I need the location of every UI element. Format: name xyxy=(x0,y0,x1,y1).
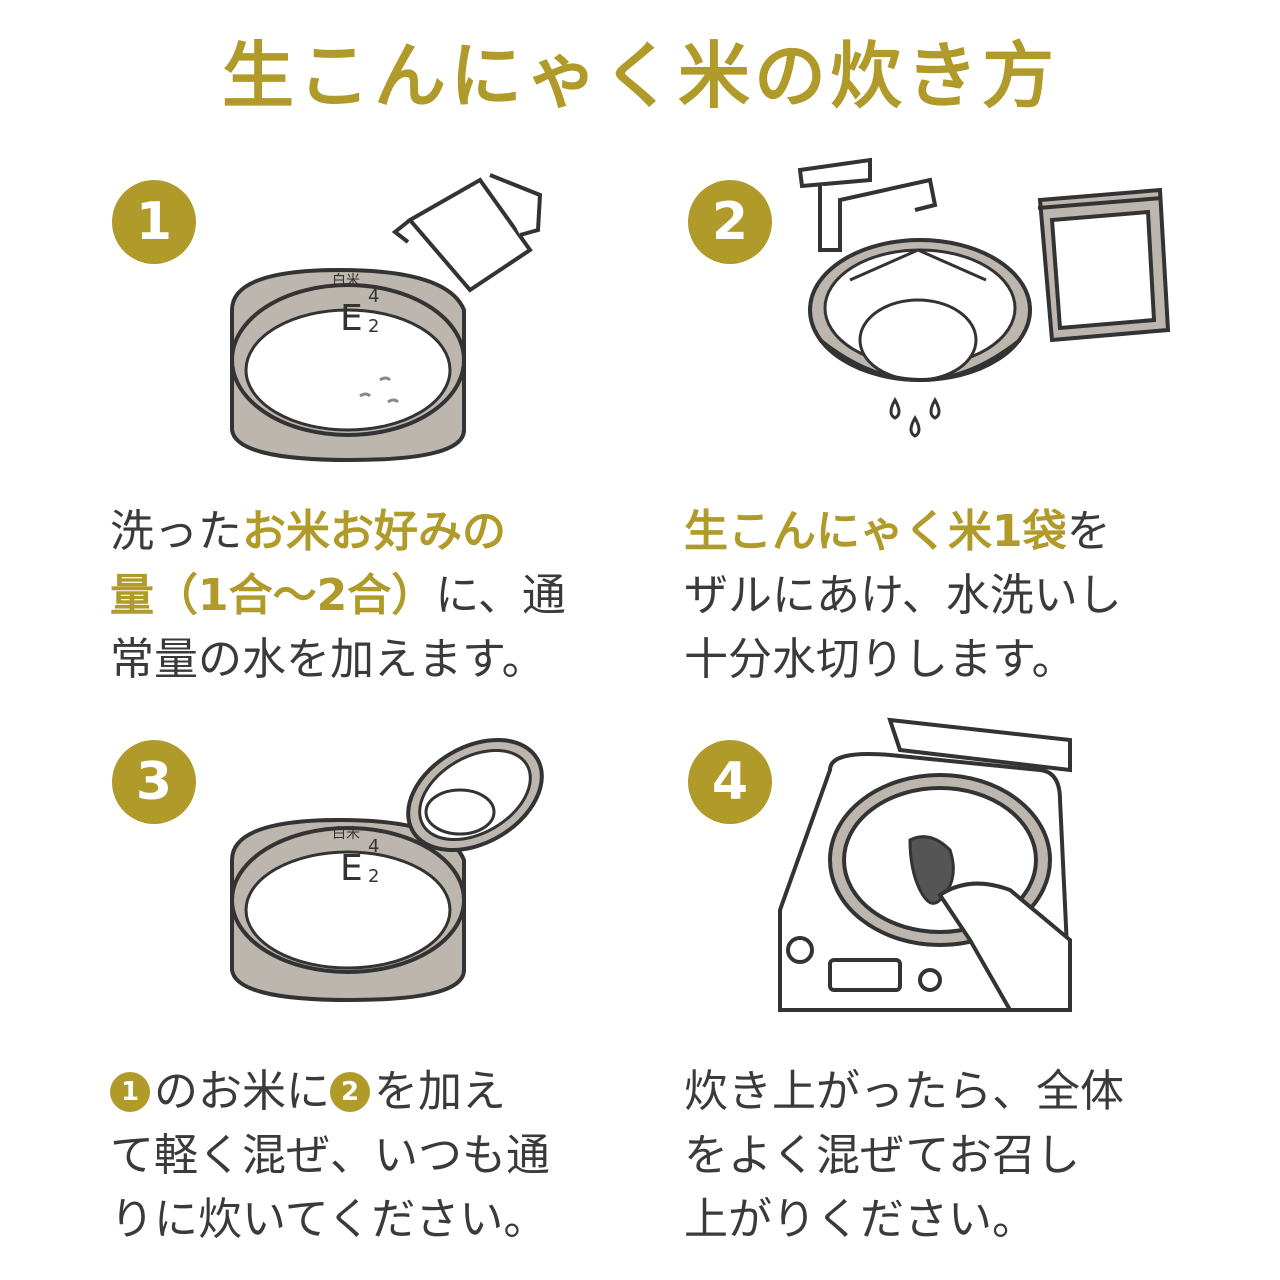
step-2-badge: 2 xyxy=(688,180,772,264)
step-4-text: 炊き上がったら、全体 をよく混ぜてお召し 上がりください。 xyxy=(684,1066,1124,1245)
step-4: 4 炊き上がったら、全体 をよく混ぜてお召し 上がりください。 xyxy=(640,717,1280,1260)
step-2: 2 xyxy=(640,157,1280,700)
rice-pot-water-illustration: 白米 E 4 2 xyxy=(220,160,560,470)
faucet-icon xyxy=(797,157,938,252)
svg-text:2: 2 xyxy=(368,866,379,887)
pot-with-konjac-rice-illustration: 白米 E 4 2 xyxy=(220,720,560,1010)
measuring-cup-icon xyxy=(391,173,543,293)
rice-paddle-icon xyxy=(908,835,955,905)
pot-label: 白米 xyxy=(332,826,360,842)
konjac-rice-package-icon xyxy=(1037,187,1171,343)
rice-pot-icon: 白米 E 4 2 xyxy=(230,267,466,463)
svg-text:4: 4 xyxy=(368,286,379,307)
step-ref-2: 2 xyxy=(330,1072,370,1112)
hand-icon xyxy=(937,881,1072,1012)
step-4-badge: 4 xyxy=(688,740,772,824)
page-title: 生こんにゃく米の炊き方 xyxy=(221,34,1058,118)
svg-text:E: E xyxy=(340,848,363,889)
step-ref-1: 1 xyxy=(110,1072,150,1112)
strainer-icon xyxy=(808,238,1032,382)
step-3-badge: 3 xyxy=(112,740,196,824)
step-1: 1 白米 E 4 2 洗ったお米お好みの 量（1合〜2合）に、通 xyxy=(0,160,640,700)
step-1-badge: 1 xyxy=(112,180,196,264)
svg-text:4: 4 xyxy=(368,836,379,857)
svg-text:E: E xyxy=(340,298,363,339)
strainer-rinse-illustration xyxy=(790,140,1190,470)
svg-text:2: 2 xyxy=(368,316,379,337)
water-drop-icon xyxy=(889,396,941,438)
rice-pot-icon: 白米 E 4 2 xyxy=(230,817,466,1003)
pot-label: 白米 xyxy=(332,273,360,289)
strainer-icon xyxy=(406,738,544,852)
step-2-text: 生こんにゃく米1袋を ザルにあけ、水洗いし 十分水切りします。 xyxy=(684,506,1122,685)
step-1-text: 洗ったお米お好みの 量（1合〜2合）に、通 常量の水を加えます。 xyxy=(110,506,566,685)
rice-cooker-mixing-illustration xyxy=(770,710,1110,1020)
